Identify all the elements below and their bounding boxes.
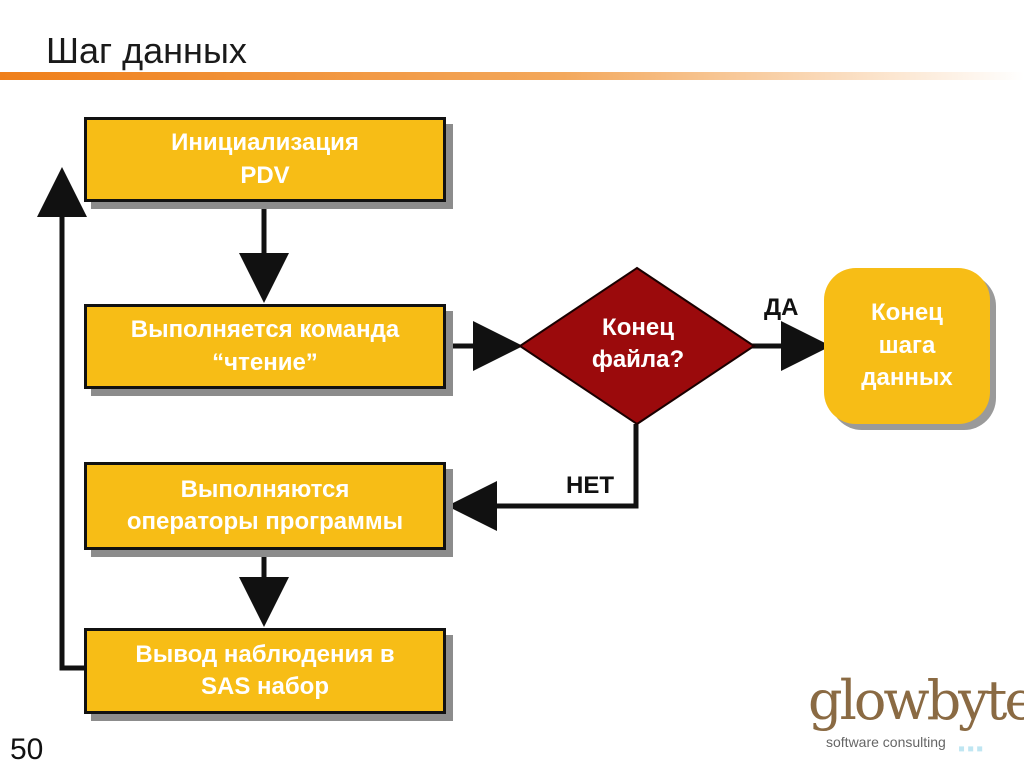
node-execute-label: Выполняются операторы программы [126, 475, 404, 535]
node-read-label: Выполняется команда “чтение” [130, 316, 400, 376]
slide-title: Шаг данных [46, 30, 247, 71]
node-output-label: Вывод наблюдения в SAS набор [135, 640, 395, 700]
arrow-no-to-execute [447, 424, 639, 531]
logo-dots-decoration: ▪▪▪ [958, 738, 986, 760]
node-output: Вывод наблюдения в SAS набор [84, 628, 446, 714]
decision-diamond [518, 266, 756, 426]
node-read: Выполняется команда “чтение” [84, 304, 446, 389]
title-underline [0, 72, 1024, 80]
page-number: 50 [10, 733, 44, 766]
node-end-label: Конец шага данных [861, 299, 953, 392]
edge-label-no: НЕТ [566, 472, 614, 499]
edge-label-yes: ДА [764, 294, 799, 321]
arrow-loop-back [37, 167, 87, 671]
logo-tagline: software consulting [826, 734, 946, 750]
node-init-label: Инициализация PDV [171, 129, 359, 189]
decision-label: Конец файла? [591, 314, 685, 374]
node-init: Инициализация PDV [84, 117, 446, 202]
logo-wordmark: glowbyte [808, 669, 1024, 732]
node-end: Конец шага данных [824, 268, 990, 424]
company-logo: glowbyte software consulting [808, 674, 1024, 754]
node-execute: Выполняются операторы программы [84, 462, 446, 550]
